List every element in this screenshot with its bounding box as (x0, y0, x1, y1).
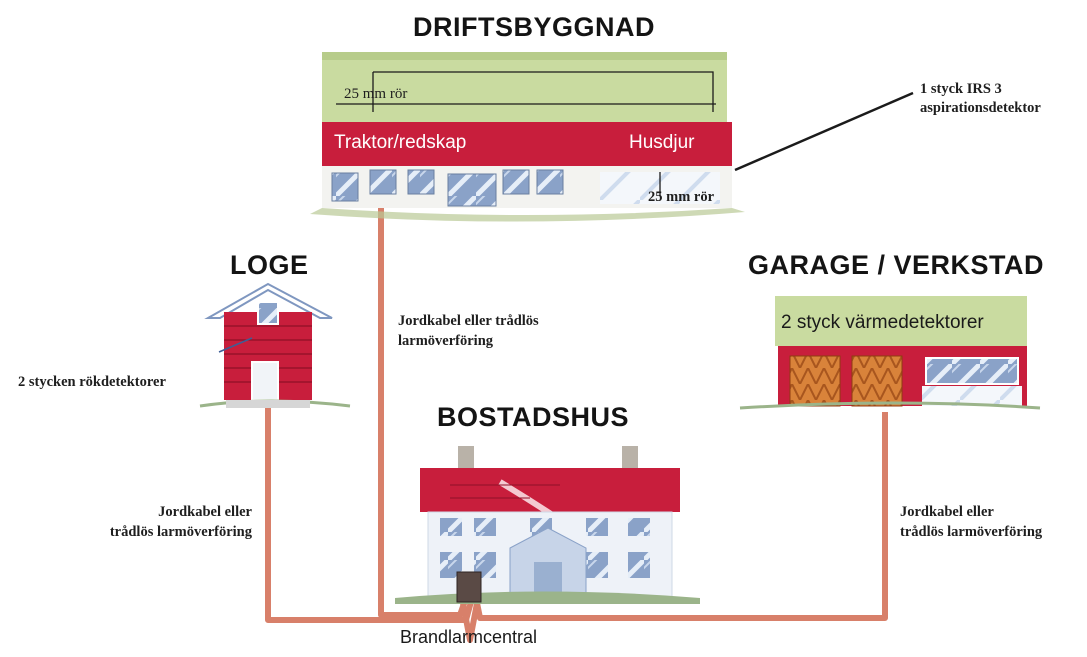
driftsbyggnad-title: DRIFTSBYGGNAD (413, 12, 655, 42)
cable-left-line1: Jordkabel eller (158, 504, 252, 520)
cable-hub (459, 597, 481, 643)
irs-pointer-line (734, 91, 914, 172)
section-traktor-redskap: Traktor/redskap (334, 132, 467, 153)
irs-label-line2: aspirationsdetektor (920, 100, 1041, 116)
loge-title: LOGE (230, 250, 309, 280)
irs-label-line1: 1 styck IRS 3 (920, 81, 1002, 97)
cable-right-line1: Jordkabel eller (900, 504, 994, 520)
alarm-central-label: Brandlarmcentral (400, 627, 538, 647)
cable-center-line1: Jordkabel eller trådlös (398, 313, 539, 329)
cable-right-line2: trådlös larmöverföring (900, 524, 1043, 540)
loge-detector-label: 2 stycken rökdetektorer (18, 374, 166, 390)
loge-building (199, 282, 351, 408)
bostadshus-windows (440, 518, 650, 578)
garage-building (739, 296, 1041, 410)
bostadshus-building (395, 446, 700, 604)
cable-loge (265, 406, 475, 623)
pipe-label-bottom: 25 mm rör (648, 189, 715, 205)
bostadshus-title: BOSTADSHUS (437, 402, 630, 432)
alarm-central-box (456, 571, 482, 603)
pipe-label-top: 25 mm rör (344, 86, 408, 102)
garage-title: GARAGE / VERKSTAD (748, 250, 1045, 280)
cable-center-line2: larmöverföring (398, 333, 494, 349)
cable-left-line2: trådlös larmöverföring (109, 524, 252, 540)
garage-detector-label: 2 styck värmedetektorer (781, 312, 984, 333)
driftsbyggnad-building (310, 52, 914, 222)
aspiration-pipes (336, 71, 716, 196)
cable-network (265, 205, 888, 643)
section-husdjur: Husdjur (629, 132, 695, 153)
